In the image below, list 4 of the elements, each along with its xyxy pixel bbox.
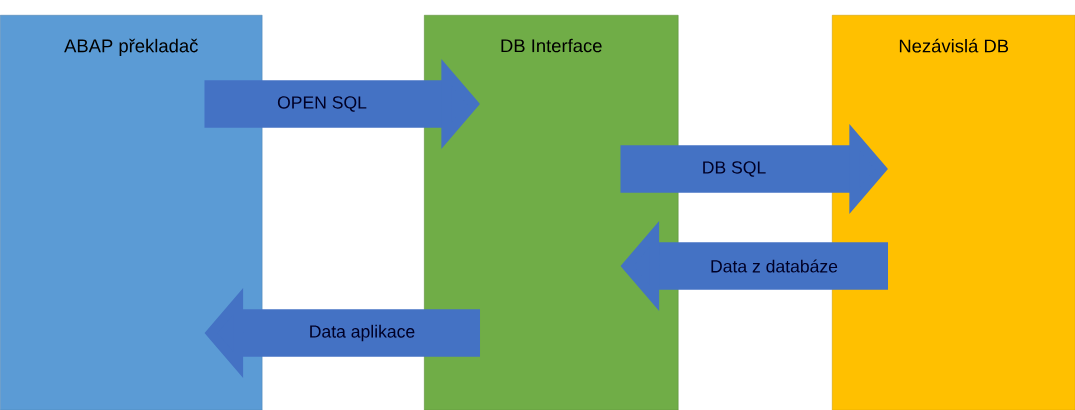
edge-label: Data aplikace bbox=[310, 324, 415, 342]
edge-label: OPEN SQL bbox=[277, 96, 367, 112]
edge-label: DB SQL bbox=[703, 161, 766, 177]
column-band: ABAP překladač bbox=[0, 15, 263, 410]
